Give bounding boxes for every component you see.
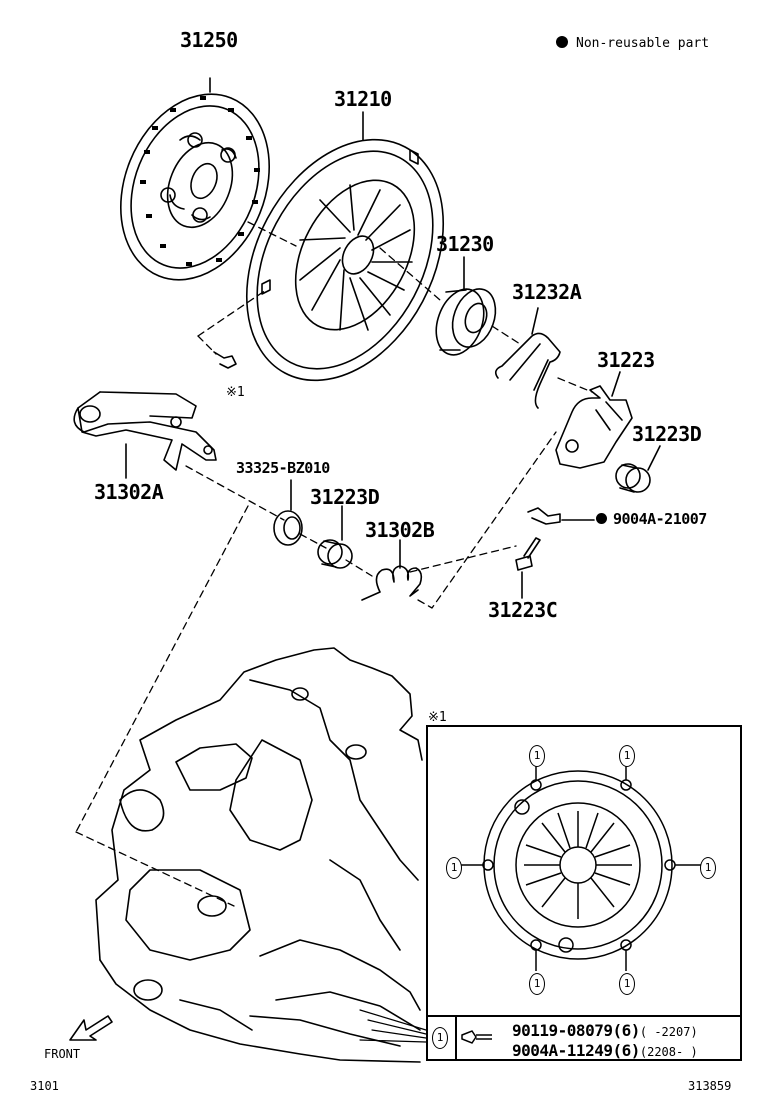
inset-part-range: ( -2207) <box>639 1025 698 1039</box>
part-label-31223d-right[interactable]: 31223D <box>632 422 702 446</box>
pin-drawing <box>515 537 541 571</box>
inset-bolt-detail: 1 1 1 1 1 1 1 90119-08079(6)( -2207) 900… <box>426 725 742 1061</box>
inset-column-divider <box>455 1015 457 1059</box>
part-label-33325-bz010[interactable]: 33325-BZ010 <box>236 459 330 477</box>
inset-part-number: 90119-08079 <box>512 1021 613 1040</box>
inset-divider <box>428 1015 740 1017</box>
assembly-guide-lines <box>75 221 593 907</box>
part-label-31302a[interactable]: 31302A <box>94 480 164 504</box>
clutch-disc-drawing <box>119 93 271 281</box>
inset-part-range: (2208- ) <box>639 1045 698 1059</box>
part-label-31232a[interactable]: 31232A <box>512 280 582 304</box>
part-label-31223d-mid[interactable]: 31223D <box>310 485 380 509</box>
ref-note-bolt: ※1 <box>226 385 245 400</box>
release-bearing-drawing <box>435 288 497 356</box>
bushing-right-drawing <box>615 463 651 493</box>
legend-text: Non-reusable part <box>576 36 710 51</box>
inset-leader-lines <box>359 1009 427 1043</box>
seal-drawing <box>273 510 303 546</box>
front-label: FRONT <box>44 1047 81 1061</box>
part-label-31302b[interactable]: 31302B <box>365 518 435 542</box>
part-label-31250[interactable]: 31250 <box>180 28 238 52</box>
part-label-31210[interactable]: 31210 <box>334 87 392 111</box>
cover-bolt-drawing <box>213 351 237 369</box>
part-number-text: 9004A-21007 <box>613 510 707 528</box>
part-label-9004a-21007[interactable]: 9004A-21007 <box>596 512 707 527</box>
clutch-cover-drawing <box>245 138 445 382</box>
inset-part-row-2[interactable]: 9004A-11249(6)(2208- ) <box>512 1041 698 1060</box>
release-lever-drawing <box>73 391 217 471</box>
callout-1-right: 1 <box>700 857 716 879</box>
hub-clip-drawing <box>494 332 561 409</box>
inset-part-qty: (6) <box>612 1041 640 1060</box>
legend: Non-reusable part <box>556 36 709 51</box>
non-reusable-marker-icon <box>556 36 568 48</box>
non-reusable-marker-icon <box>596 513 607 524</box>
bushing-mid-drawing <box>317 539 353 569</box>
callout-1-bottom-right: 1 <box>619 973 635 995</box>
part-label-31223c[interactable]: 31223C <box>488 598 558 622</box>
front-arrow-drawing <box>69 1015 113 1041</box>
transmission-housing-drawing <box>95 647 423 1063</box>
inset-part-row-1[interactable]: 90119-08079(6)( -2207) <box>512 1021 698 1040</box>
inset-row-callout: 1 <box>432 1027 448 1049</box>
diagram-number: 313859 <box>688 1079 732 1093</box>
inset-part-number: 9004A-11249 <box>512 1041 613 1060</box>
part-label-31223[interactable]: 31223 <box>597 348 655 372</box>
page-code: 3101 <box>30 1079 59 1093</box>
callout-1-bottom-left: 1 <box>529 973 545 995</box>
ref-note-inset: ※1 <box>428 710 447 725</box>
inset-part-qty: (6) <box>612 1021 640 1040</box>
clip-drawing <box>527 507 561 525</box>
callout-1-top-right: 1 <box>619 745 635 767</box>
release-fork-drawing <box>555 385 633 469</box>
callout-1-left: 1 <box>446 857 462 879</box>
callout-1-top-left: 1 <box>529 745 545 767</box>
inset-cover-drawing <box>456 761 702 1044</box>
part-label-31230[interactable]: 31230 <box>436 232 494 256</box>
